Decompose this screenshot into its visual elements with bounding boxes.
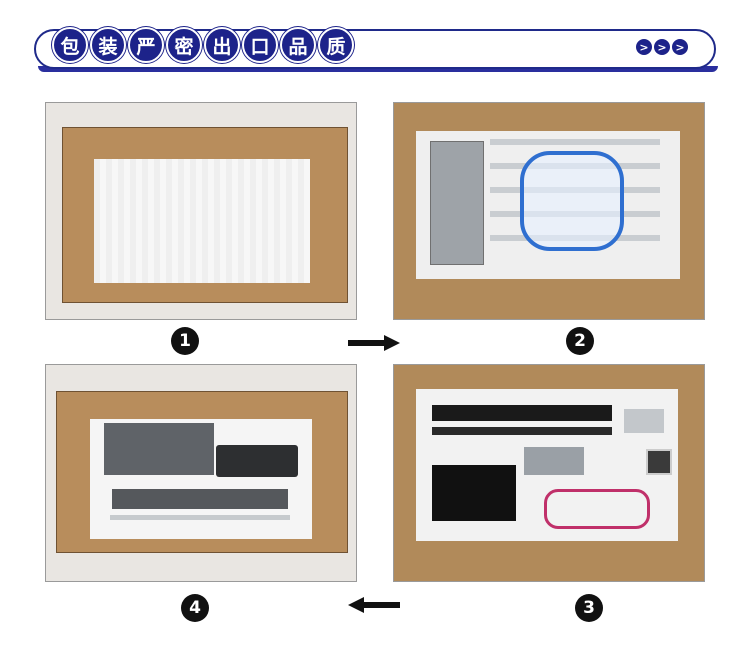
banner-shadow <box>38 66 718 72</box>
chevron-right-icon: > <box>672 39 688 55</box>
power-adapter <box>216 445 298 477</box>
pulley-parts <box>524 447 584 475</box>
step-badge: 1 <box>171 327 199 355</box>
title-char: 密 <box>166 27 202 63</box>
title-char: 质 <box>318 27 354 63</box>
cable-bundle <box>520 151 624 251</box>
step-badge: 2 <box>566 327 594 355</box>
arrow-right-icon <box>348 335 400 351</box>
photo-step-4 <box>45 364 357 582</box>
step-badge: 4 <box>181 594 209 622</box>
brackets <box>624 409 664 433</box>
photo-step-1 <box>45 102 357 320</box>
title-char: 装 <box>90 27 126 63</box>
photo-step-3 <box>393 364 705 582</box>
extrusion-bar <box>432 427 612 435</box>
arrow-left-icon <box>348 597 400 613</box>
extrusion-bar <box>432 405 612 421</box>
title-char: 严 <box>128 27 164 63</box>
mounting-plate <box>104 423 214 475</box>
wire-harness <box>544 489 650 529</box>
chevron-group: > > > <box>636 39 688 55</box>
parts-bag <box>430 141 484 265</box>
title-char: 口 <box>242 27 278 63</box>
title-char: 品 <box>280 27 316 63</box>
long-plate <box>112 489 288 509</box>
stepper-motor <box>646 449 672 475</box>
rail <box>490 139 660 145</box>
photo-step-2 <box>393 102 705 320</box>
chevron-right-icon: > <box>654 39 670 55</box>
step-badge: 3 <box>575 594 603 622</box>
page-title: 包 装 严 密 出 口 品 质 <box>52 27 354 63</box>
chevron-right-icon: > <box>636 39 652 55</box>
title-char: 出 <box>204 27 240 63</box>
carriage-assembly <box>432 465 516 521</box>
title-char: 包 <box>52 27 88 63</box>
foam-sheet <box>94 159 310 283</box>
rail <box>110 515 290 520</box>
